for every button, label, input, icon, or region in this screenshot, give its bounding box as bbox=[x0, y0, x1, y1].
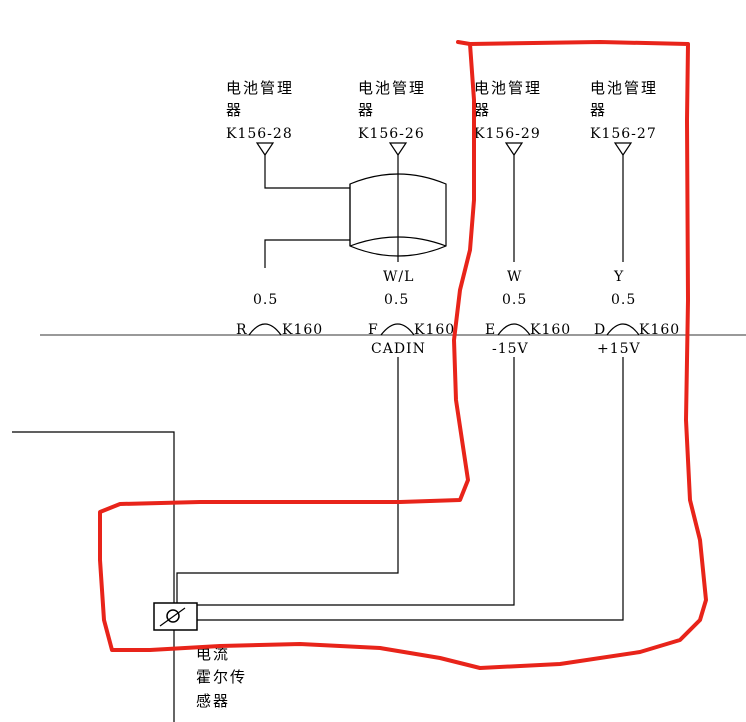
k160-connector-2: K160 bbox=[414, 322, 455, 338]
pin-triangle-1 bbox=[255, 142, 275, 157]
pin-triangles bbox=[255, 142, 633, 157]
k160-connector-4: K160 bbox=[639, 322, 680, 338]
k160-pin-arc-3 bbox=[497, 323, 531, 336]
k160-connector-3: K160 bbox=[530, 322, 571, 338]
wire-gauge-3: 0.5 bbox=[502, 292, 527, 308]
sensor-arrow-icon bbox=[159, 607, 186, 627]
wire-plus15v-to-sensor bbox=[197, 357, 624, 621]
pin-triangle-4 bbox=[613, 142, 633, 157]
sensor-core-icon bbox=[166, 609, 180, 623]
connector-1-line2: 器 bbox=[226, 101, 243, 119]
k160-pin-arc-2 bbox=[380, 323, 415, 336]
connector-1-line1: 电池管理 bbox=[226, 79, 294, 97]
signal-label-2: CADIN bbox=[371, 341, 426, 357]
signal-label-4: +15V bbox=[597, 341, 641, 357]
wire-minus15v-to-sensor bbox=[197, 357, 515, 606]
connector-label-4: 电池管理 器 K156-27 bbox=[590, 79, 658, 142]
sensor-label-line2: 霍尔传 bbox=[196, 668, 247, 686]
sensor-label-line1: 电流 bbox=[196, 645, 230, 663]
k160-pin-arc-4 bbox=[606, 323, 640, 336]
connector-3-pin: K156-29 bbox=[474, 126, 541, 142]
wire-cadin-to-sensor bbox=[176, 357, 399, 608]
connector-label-3: 电池管理 器 K156-29 bbox=[474, 79, 542, 142]
wire-gauge-1: 0.5 bbox=[253, 292, 278, 308]
sensor-label-line3: 感器 bbox=[196, 692, 230, 710]
red-highlight-outline bbox=[98, 40, 708, 670]
pin-triangle-3 bbox=[504, 142, 524, 157]
connector-2-line1: 电池管理 bbox=[358, 79, 426, 97]
k160-pin-arc-1 bbox=[248, 323, 282, 336]
k160-pins: R K160 F K160 E K160 D K160 bbox=[236, 322, 680, 338]
connector-2-line2: 器 bbox=[358, 101, 375, 119]
connector-1-pin: K156-28 bbox=[226, 126, 293, 142]
signal-label-3: -15V bbox=[492, 341, 529, 357]
wire-gauge-4: 0.5 bbox=[611, 292, 636, 308]
connector-4-line2: 器 bbox=[590, 101, 607, 119]
wire-left-supply bbox=[12, 431, 175, 722]
k160-pin-letter-1: R bbox=[236, 322, 248, 338]
pin-triangle-2 bbox=[388, 142, 408, 157]
connector-label-2: 电池管理 器 K156-26 bbox=[358, 79, 426, 142]
hall-sensor-symbol bbox=[153, 602, 198, 631]
wire-color-2: W/L bbox=[383, 269, 414, 285]
wire-color-3: W bbox=[507, 269, 522, 285]
connector-4-line1: 电池管理 bbox=[590, 79, 658, 97]
shield-inner-curve bbox=[349, 236, 447, 247]
k160-pin-letter-4: D bbox=[594, 322, 606, 338]
shielded-pair bbox=[264, 155, 447, 268]
k160-connector-1: K160 bbox=[282, 322, 323, 338]
connector-label-1: 电池管理 器 K156-28 bbox=[226, 79, 294, 142]
wire-k156-28-top bbox=[264, 155, 350, 189]
k160-pin-letter-3: E bbox=[485, 322, 496, 338]
wire-color-4: Y bbox=[613, 269, 624, 285]
connector-2-pin: K156-26 bbox=[358, 126, 425, 142]
connector-3-line2: 器 bbox=[474, 101, 491, 119]
wire-k156-28-bottom bbox=[264, 239, 350, 268]
wire-gauge-2: 0.5 bbox=[384, 292, 409, 308]
k160-pin-letter-2: F bbox=[368, 322, 379, 338]
connector-4-pin: K156-27 bbox=[590, 126, 657, 142]
connector-3-line1: 电池管理 bbox=[474, 79, 542, 97]
